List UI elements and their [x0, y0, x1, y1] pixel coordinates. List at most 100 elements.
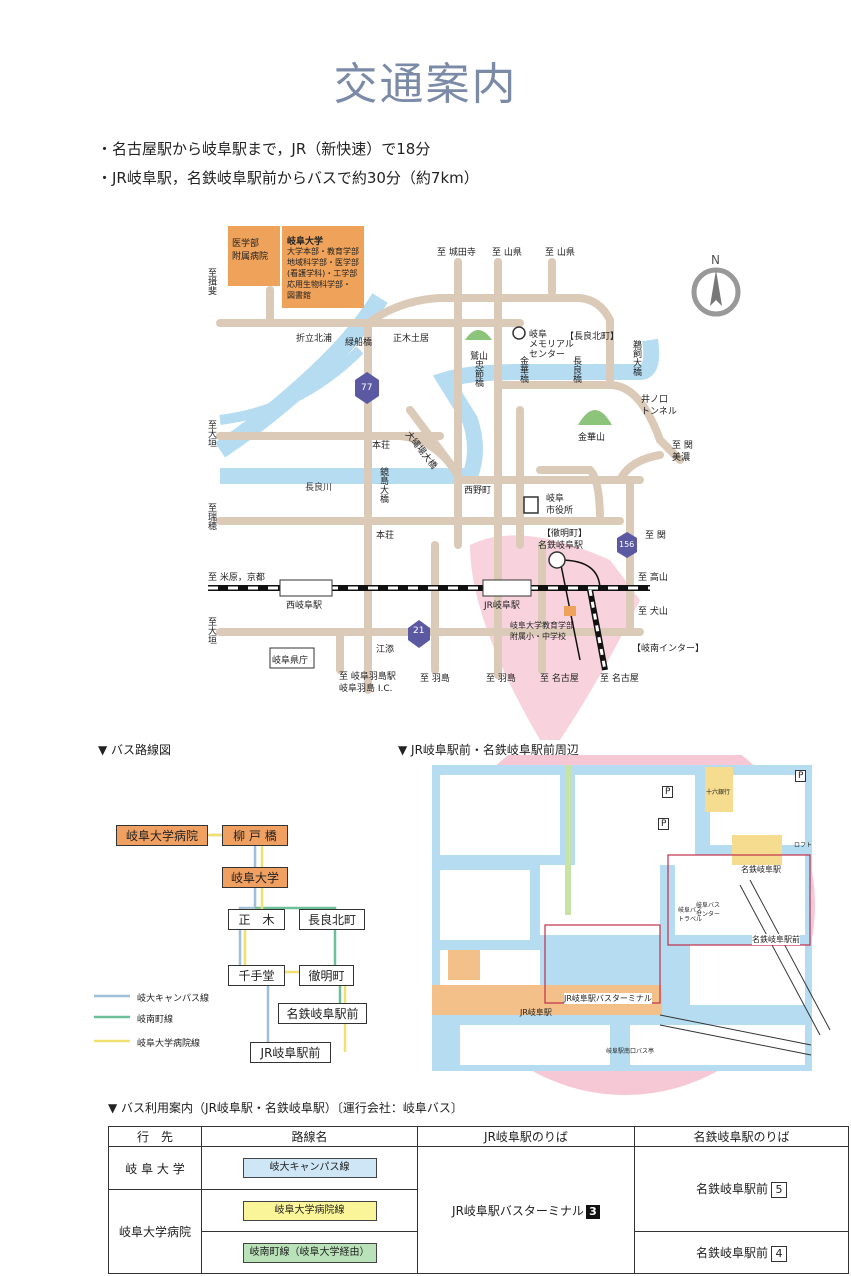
map-label: 忠節橋	[473, 360, 483, 387]
map-label: 至 城田寺	[437, 248, 476, 258]
station-label: JR岐阜駅	[520, 1008, 552, 1017]
map-label: 長良川	[305, 483, 333, 493]
map-label: 至 羽島	[420, 674, 450, 684]
col-header: 路線名	[201, 1126, 418, 1147]
map-label-univ-faculties: 大学本部・教育学部 地域科学部・医学部 (看護学科)・工学部 応用生物科学部・ …	[287, 247, 359, 300]
map-label: 金華橋	[518, 356, 528, 383]
station-label: JR岐阜駅バスターミナル	[564, 993, 652, 1004]
map-label: 至 山県	[492, 248, 522, 258]
map-label: 折立北浦	[296, 334, 333, 344]
bus-stop-senjudo: 千手堂	[228, 965, 285, 986]
map-label: 至 羽島	[486, 674, 516, 684]
page-title: 交通案内	[333, 59, 518, 110]
area-map	[208, 226, 741, 740]
station-label: 十六銀行	[706, 789, 731, 796]
map-label: 本荘	[376, 531, 395, 541]
map-label: 至揖斐	[206, 268, 216, 295]
map-label: 【岐南インター】	[632, 644, 705, 654]
map-label: 至 名古屋	[600, 674, 639, 684]
map-label: 至 岐阜羽島駅 岐阜羽島 I.C.	[339, 672, 396, 694]
map-label: 至 関 美濃	[672, 441, 693, 463]
station-label: 岐阜駅南口バス亭	[606, 1048, 655, 1055]
map-label: 西岐阜駅	[286, 601, 323, 611]
map-label: 長良橋	[571, 356, 581, 383]
station-label: 岐阜バス センター	[696, 902, 721, 918]
map-label: 至 米原，京都	[208, 573, 265, 583]
meitetsu-platform: 名鉄岐阜駅前	[695, 1245, 768, 1260]
destination-cell: 岐 阜 大 学	[108, 1146, 202, 1190]
map-label: 岐阜 メモリアル センター	[529, 330, 574, 360]
line-chip: 岐阜大学病院線	[242, 1200, 377, 1221]
station-label: 岐阜バス トラベル	[678, 907, 703, 923]
map-label-hospital: 医学部 附属病院	[232, 239, 269, 262]
map-label: 【長良北町】	[565, 332, 620, 342]
route-shield: 21	[413, 626, 425, 636]
station-label: ロフト	[794, 842, 813, 849]
col-header: 名鉄岐阜駅のりば	[634, 1126, 849, 1147]
platform-number: 5	[771, 1182, 787, 1198]
destination-cell: 岐阜大学病院	[108, 1189, 202, 1274]
col-header: 行 先	[108, 1126, 202, 1147]
bus-stop-meitetsu: 名鉄岐阜駅前	[278, 1003, 367, 1024]
platform-number: 4	[771, 1245, 787, 1262]
route-shield: 156	[619, 540, 635, 549]
map-label-univ: 岐阜大学	[287, 237, 324, 247]
map-label: 正木土居	[393, 334, 430, 344]
map-label: 至 犬山	[638, 607, 668, 617]
map-label: 至 山県	[545, 248, 575, 258]
map-label: 江添	[376, 645, 395, 655]
legend-label: 岐阜大学病院線	[137, 1039, 201, 1049]
map-label: 鏡島大橋	[378, 467, 388, 503]
map-label: 西野町	[464, 486, 492, 496]
jr-platform: JR岐阜駅バスターミナル	[452, 1203, 584, 1218]
line-chip: 岐南町線（岐阜大学経由）	[242, 1242, 377, 1263]
legend-label: 岐南町線	[137, 1015, 174, 1025]
col-header: JR岐阜駅のりば	[417, 1126, 635, 1147]
map-label: 岐阜県庁	[272, 656, 309, 666]
map-label: 至 名古屋	[540, 674, 579, 684]
line-chip: 岐大キャンパス線	[242, 1158, 377, 1178]
station-label: 名鉄岐阜駅	[741, 865, 781, 874]
legend-label: 岐大キャンパス線	[137, 994, 210, 1004]
map-label: 鵜飼大橋	[631, 340, 641, 376]
bus-stop-masaki: 正 木	[228, 909, 285, 930]
bus-stop-univ: 岐阜大学	[222, 867, 288, 888]
parking-icon: P	[662, 786, 674, 798]
map-label: 鷲山	[470, 352, 489, 362]
map-label: 至 関	[645, 531, 666, 541]
access-line-1: ・名古屋駅から岐阜駅まで，JR（新快速）で18分	[97, 140, 431, 158]
access-line-2: ・JR岐阜駅，名鉄岐阜駅前からバスで約30分（約7km）	[97, 169, 479, 187]
map-label: 至大垣	[206, 420, 216, 447]
map-label: 至瑞穂	[206, 503, 216, 530]
map-label: JR岐阜駅	[484, 601, 520, 611]
meitetsu-platform: 名鉄岐阜駅前	[695, 1182, 768, 1196]
map-label: 本荘	[372, 441, 391, 451]
station-area-map	[432, 755, 831, 1095]
bus-stop-hospital: 岐阜大学病院	[116, 825, 208, 846]
station-area-heading: ▼ JR岐阜駅前・名鉄岐阜駅前周辺	[398, 743, 579, 757]
map-label: 岐阜大学教育学部 附属小・中学校	[510, 621, 574, 641]
bus-route-heading: ▼ バス路線図	[98, 743, 172, 757]
map-label: 緑船橋	[345, 338, 373, 348]
parking-icon: P	[658, 818, 670, 830]
bus-stop-yanaido: 柳 戸 橋	[222, 825, 288, 846]
route-shield: 77	[361, 383, 373, 393]
bus-stop-jr: JR岐阜駅前	[250, 1042, 331, 1063]
map-label: 【徹明町】	[542, 529, 588, 539]
bus-table-heading: ▼ バス利用案内（JR岐阜駅・名鉄岐阜駅）〔運行会社：岐阜バス〕	[108, 1101, 463, 1115]
parking-icon: P	[795, 770, 807, 782]
map-label: 名鉄岐阜駅	[538, 541, 584, 551]
bus-stop-nagara-kita: 長良北町	[299, 909, 365, 930]
map-label: 岐阜 市役所	[546, 494, 574, 516]
bus-table: 行 先 路線名 JR岐阜駅のりば 名鉄岐阜駅のりば 岐 阜 大 学 岐大キャンパ…	[108, 1126, 849, 1274]
platform-number: 3	[585, 1204, 600, 1219]
map-label: 金華山	[578, 433, 606, 443]
compass-icon: N	[711, 253, 720, 267]
map-label: 井ノ口 トンネル	[641, 395, 677, 417]
map-label: 至大垣	[206, 617, 216, 644]
station-label: 名鉄岐阜駅前	[752, 934, 800, 945]
map-label: 至 高山	[638, 573, 668, 583]
